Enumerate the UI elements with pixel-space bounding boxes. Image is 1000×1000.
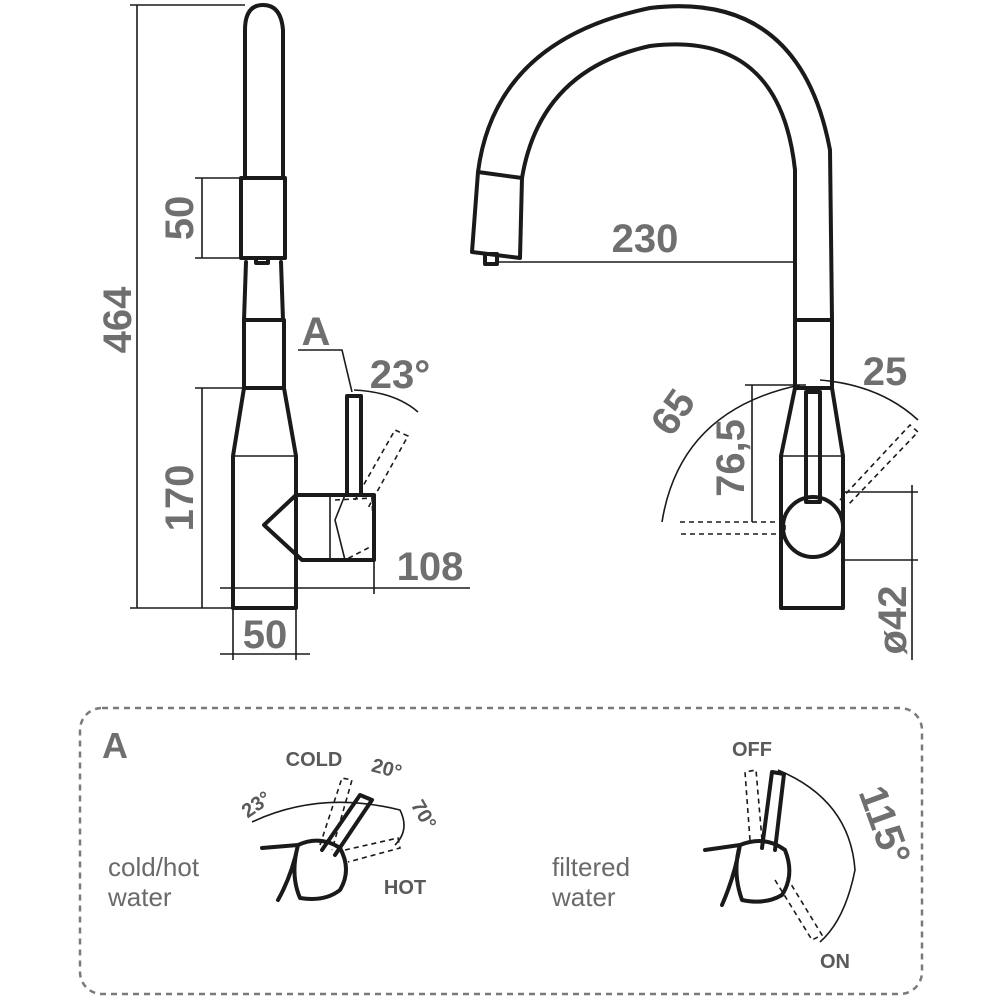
dim-108-label: 108 (397, 545, 464, 589)
filtered-lever-on (774, 875, 824, 942)
cold-label: COLD (286, 749, 343, 771)
cold-hot-desc-line2: water (107, 882, 172, 912)
side-angle-arc (353, 389, 419, 413)
on-label: ON (820, 951, 850, 973)
dim-25-arc (819, 379, 919, 421)
side-handle-facets (262, 494, 346, 561)
side-spray-nozzle (254, 256, 270, 265)
filtered-desc-line2: water (551, 882, 616, 912)
side-spray-head (239, 176, 287, 260)
view-a-pointer-line (298, 349, 353, 393)
cold-hot-lever-cold (319, 777, 354, 851)
dim-head-label: 50 (158, 196, 202, 241)
dim-65-label: 65 (643, 382, 705, 444)
detail-a-panel: A cold/hot water COLD HOT 23° 20° 70° fi… (78, 706, 924, 996)
dim-65-arc (661, 384, 801, 523)
side-lever (345, 394, 363, 497)
dim-76-label: 76,5 (709, 419, 753, 497)
filtered-desc-line1: filtered (552, 852, 630, 882)
dim-base-label: 50 (243, 613, 288, 657)
cold-hot-arc (251, 801, 405, 846)
front-spray-nozzle (483, 252, 499, 266)
filtered-arc (777, 769, 856, 943)
front-lever-horizontal (680, 521, 786, 535)
cold-hot-lever (320, 793, 374, 857)
side-collar (242, 318, 286, 390)
off-label: OFF (732, 739, 772, 761)
front-spray-head (470, 170, 524, 260)
front-view: 230 65 76,5 25 ø42 (470, 4, 920, 660)
dim-230-label: 230 (612, 217, 679, 261)
cold-hot-desc-line1: cold/hot (108, 852, 200, 882)
side-body (231, 386, 298, 610)
side-spout-tube (243, 3, 285, 180)
side-hose (242, 260, 285, 322)
cold-hot-lever-hot (344, 837, 401, 863)
front-knob (781, 495, 845, 559)
front-collar (793, 318, 834, 390)
detail-a-label: A (102, 725, 128, 766)
filtered-faucet-body (703, 839, 792, 907)
cold-hot-angle-20: 20° (369, 755, 404, 784)
hot-label: HOT (384, 877, 426, 899)
side-angle-label: 23° (370, 353, 431, 397)
dim-25-label: 25 (863, 350, 908, 394)
filtered-lever-off (744, 769, 763, 841)
side-lever-tilted (354, 428, 410, 509)
dim-464-label: 464 (96, 286, 140, 353)
dim-42-label: ø42 (871, 586, 915, 655)
cold-hot-faucet-body (260, 838, 348, 902)
front-lever (804, 390, 822, 504)
front-spout-inner (520, 42, 797, 322)
view-a-pointer-label: A (302, 310, 331, 354)
side-handle-body (262, 493, 376, 562)
side-view: 464 50 170 50 108 A 23° (96, 3, 470, 660)
cold-hot-angle-70: 70° (406, 796, 440, 833)
front-lever-tilted (839, 423, 920, 506)
cold-hot-angle-23: 23° (238, 787, 275, 822)
detail-a-border (78, 706, 924, 996)
side-handle-dashed (334, 497, 375, 561)
dim-170-label: 170 (158, 465, 202, 532)
filtered-angle-115: 115° (850, 780, 919, 871)
filtered-lever (760, 770, 786, 852)
front-spout-outer (476, 4, 834, 322)
